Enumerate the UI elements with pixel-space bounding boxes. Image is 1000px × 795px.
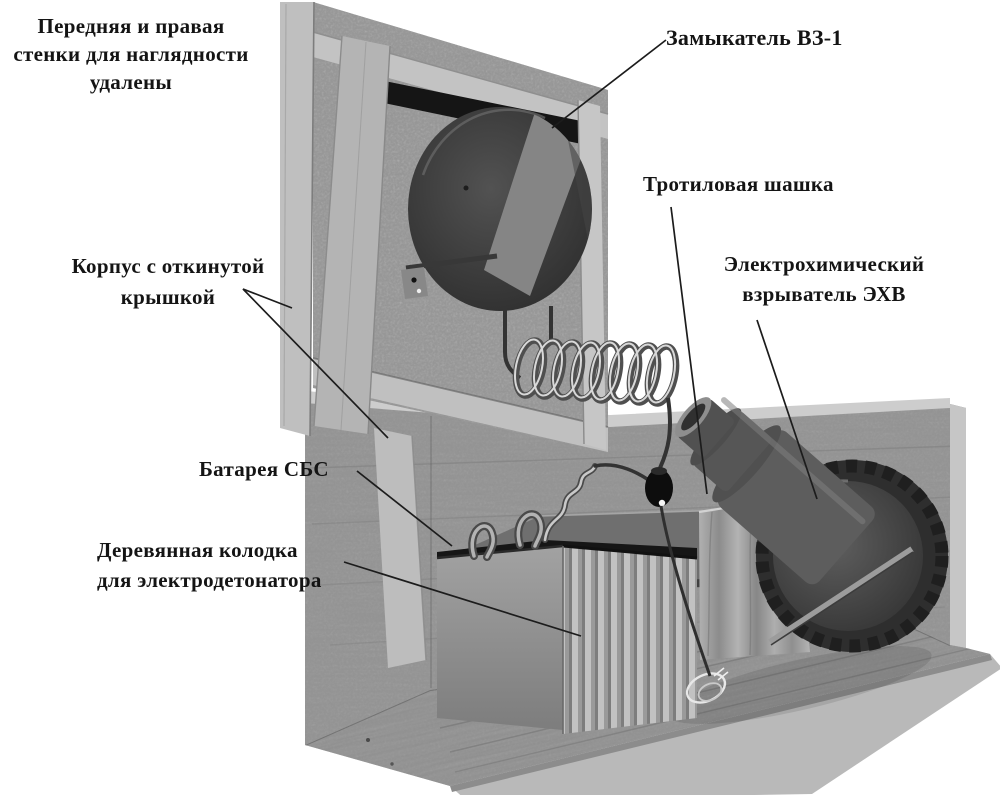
label-battery-sbs: Батарея СБС [199,457,329,481]
vz1-lever-bar [405,253,498,271]
label-line: Деревянная колодка [97,538,298,562]
ekhv-body [675,397,875,585]
leader-tnt [670,206,708,495]
vz1-diagonal-band [484,112,588,296]
lid-batten [314,36,390,434]
print-dot [366,738,370,742]
label-wooden-block: Деревянная колодка для электродетонатора [97,535,322,595]
ekhv-rod [768,546,914,645]
tip-wire-loop [685,667,729,704]
label-vz1-closer: Замыкатель ВЗ-1 [666,25,843,50]
detonator-cap [645,467,673,507]
label-line: стенки для наглядности [13,42,249,66]
wiring [503,306,712,677]
wire-coil [512,337,680,407]
label-walls-removed-note: Передняя и правая стенки для наглядности… [4,12,258,96]
wooden-block [563,546,697,734]
label-line: взрыватель ЭХВ [742,282,906,306]
label-line: Корпус с откинутой [71,254,265,278]
label-tnt-block: Тротиловая шашка [643,172,834,196]
label-line: удалены [89,70,173,94]
wall-right-edge [950,404,966,648]
ekhv-fuze [675,397,949,704]
lid-bottom-rail [313,358,608,452]
label-line: Передняя и правая [37,14,225,38]
leader-ehv [756,319,818,500]
battery-box [437,546,563,730]
label-electrochemical-fuze: Электрохимический взрыватель ЭХВ [698,249,950,309]
leader-lines [242,39,818,637]
leader-battery [356,470,453,547]
label-body-open-lid: Корпус с откинутой крышкой [42,251,294,313]
lid-left-bar [280,2,314,436]
battery-terminals [468,463,652,561]
label-line: для электродетонатора [97,568,322,592]
leader-vz1 [551,39,667,129]
leader-korpus [242,288,389,439]
label-line: Электрохимический [723,252,925,276]
label-line: крышкой [120,285,216,309]
leader-block [343,561,582,637]
vz1-bracket [401,267,428,299]
box-corner-post [374,428,426,668]
print-dot [390,762,394,766]
